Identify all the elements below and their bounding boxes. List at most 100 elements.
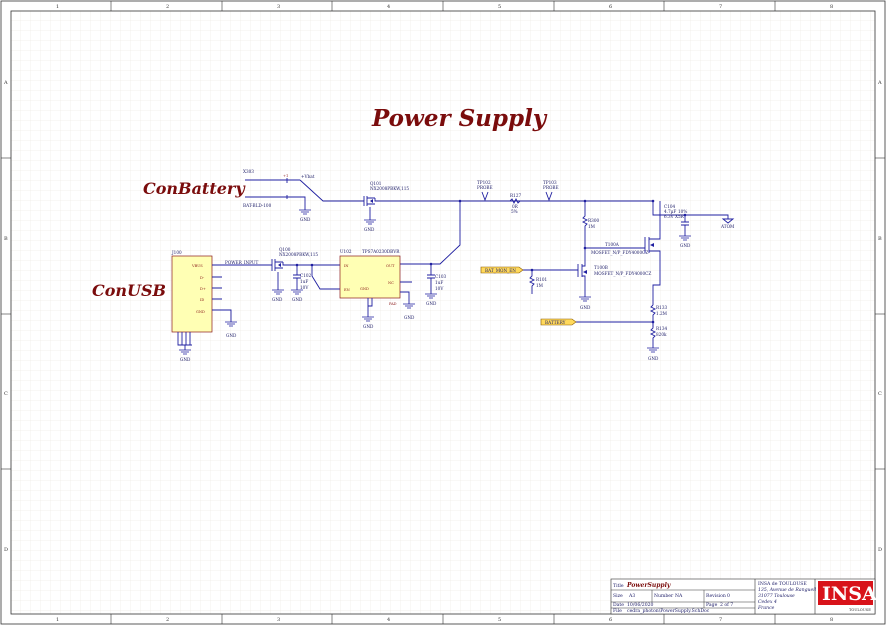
mosfet-q101: Q101 NX2008PBKW,115 GND bbox=[358, 181, 460, 232]
mosfet-q100: Q100 NX2008PBKW,115 GND bbox=[266, 247, 340, 302]
bat-mon-en-port: BAT_MON_EN bbox=[480, 266, 524, 274]
bat-mon-en-label: BAT_MON_EN bbox=[485, 268, 516, 273]
tb-title: PowerSupply bbox=[626, 582, 671, 589]
svg-text:EN: EN bbox=[344, 288, 350, 292]
resistor-r101: R101 1M bbox=[528, 270, 547, 294]
ruler-col-6: 6 bbox=[609, 4, 612, 10]
t100a-part: MOSFET_N/P_FDY4000CZ bbox=[591, 250, 648, 255]
svg-text:TOULOUSE: TOULOUSE bbox=[849, 608, 871, 612]
ruler-col-4b: 4 bbox=[387, 617, 390, 623]
ruler-col-6b: 6 bbox=[609, 617, 612, 623]
usb-connector: J100 VBUS D- D+ ID GND GND GND POWER_INP… bbox=[171, 250, 266, 362]
ruler-col-1b: 1 bbox=[56, 617, 59, 623]
tb-size: A3 bbox=[628, 593, 635, 599]
capacitor-c102: C102 1uF 10V GND bbox=[291, 265, 312, 302]
testpoint-tp103: TP103 PROBE bbox=[543, 180, 559, 202]
svg-text:INSA: INSA bbox=[822, 583, 877, 605]
r101-ref: R101 bbox=[536, 277, 547, 282]
x303-ref: X303 bbox=[243, 169, 254, 174]
ruler-row-c-r: C bbox=[878, 391, 882, 397]
u102-ref: U102 bbox=[340, 249, 352, 254]
vbat-net-label: +Vbat bbox=[301, 174, 315, 179]
ruler-col-2: 2 bbox=[166, 4, 169, 10]
ruler-row-d: D bbox=[4, 547, 8, 553]
r133-ref: R133 bbox=[656, 305, 667, 310]
tb-org4: Cedex 4 bbox=[758, 599, 777, 605]
gnd-label-c104: GND bbox=[680, 243, 691, 248]
ruler-col-8b: 8 bbox=[830, 617, 833, 623]
gnd-label-c102: GND bbox=[292, 297, 303, 302]
ruler-row-b: B bbox=[4, 236, 8, 242]
svg-text:D+: D+ bbox=[200, 287, 206, 291]
q100-part: NX2008PBKW,115 bbox=[279, 252, 318, 257]
tb-revision: 0 bbox=[727, 593, 730, 599]
ruler-col-7: 7 bbox=[719, 4, 722, 10]
tp102-part: PROBE bbox=[477, 185, 493, 190]
c104-ref: C104 bbox=[664, 204, 676, 209]
svg-text:D-: D- bbox=[200, 276, 205, 280]
tb-org5: France bbox=[757, 605, 775, 611]
tb-page: 2 of 7 bbox=[720, 602, 733, 608]
tb-org3: 31077 Toulouse bbox=[758, 593, 795, 599]
insa-logo: INSA TOULOUSE bbox=[818, 581, 877, 612]
tb-date-label: Date bbox=[613, 602, 624, 608]
tb-page-label: Page bbox=[706, 602, 718, 608]
q100-ref: Q100 bbox=[279, 247, 291, 252]
ruler-row-a: A bbox=[3, 80, 8, 86]
ruler-row-c: C bbox=[4, 391, 8, 397]
r127-tol: 5% bbox=[511, 209, 518, 214]
svg-text:PAD: PAD bbox=[389, 302, 397, 306]
ruler-col-4: 4 bbox=[387, 4, 390, 10]
c104-v: 6.3V X5R bbox=[664, 214, 685, 219]
j100-ref: J100 bbox=[171, 250, 182, 255]
t100b-ref: T100B bbox=[594, 265, 608, 270]
resistor-r134: R134 820k GND bbox=[647, 323, 667, 361]
battery-title: ConBattery bbox=[143, 179, 246, 198]
gnd-label-c103: GND bbox=[426, 301, 437, 306]
r127-val: 0R bbox=[512, 204, 519, 209]
capacitor-c103: C103 1uF 10V GND bbox=[425, 264, 447, 306]
r300-ref: R300 bbox=[588, 218, 599, 223]
ruler-col-5b: 5 bbox=[498, 617, 501, 623]
battery-connector: X303 BAT-BLD-100 +1 +Vbat GND bbox=[243, 169, 358, 222]
regulator-u102: U102 TPS7A0230DBVR IN OUT EN NC GND PAD … bbox=[339, 249, 415, 329]
tb-size-label: Size bbox=[613, 593, 623, 599]
x303-part: BAT-BLD-100 bbox=[243, 203, 272, 208]
c103-v: 10V bbox=[435, 286, 444, 291]
u102-part: TPS7A0230DBVR bbox=[362, 249, 400, 254]
r133-val: 1.2M bbox=[656, 311, 668, 316]
svg-text:GND: GND bbox=[360, 287, 369, 291]
svg-text:OUT: OUT bbox=[386, 264, 395, 268]
gnd-label-u102-pad: GND bbox=[404, 315, 415, 320]
c104-val: 4.7µF bbox=[664, 209, 676, 214]
power-input-label: POWER_INPUT bbox=[225, 260, 258, 265]
tp103-ref: TP103 bbox=[543, 180, 557, 185]
atom-label: ATOM bbox=[720, 224, 735, 229]
usb-title: ConUSB bbox=[92, 281, 166, 300]
tb-revision-label: Revision bbox=[706, 593, 726, 599]
t100b-part: MOSFET_N/P_FDY4000CZ bbox=[594, 271, 651, 276]
ruler-col-2b: 2 bbox=[166, 617, 169, 623]
battery-port: BATTERY bbox=[540, 318, 577, 326]
gnd-label-x303: GND bbox=[300, 217, 311, 222]
r300-val: 1M bbox=[588, 224, 596, 229]
ruler-col-3: 3 bbox=[277, 4, 280, 10]
tb-file-label: File bbox=[613, 608, 622, 614]
tb-org1: INSA de TOULOUSE bbox=[758, 581, 807, 587]
tp102-ref: TP102 bbox=[477, 180, 491, 185]
ruler-row-a-r: A bbox=[877, 80, 882, 86]
c103-val: 1uF bbox=[435, 280, 443, 285]
tb-number-label: Number bbox=[654, 593, 674, 599]
ruler-row-d-r: D bbox=[878, 547, 882, 553]
svg-text:+1: +1 bbox=[283, 174, 288, 178]
ruler-col-7b: 7 bbox=[719, 617, 722, 623]
tb-title-label: Title bbox=[613, 583, 624, 589]
tb-file: cedra_photon\PowerSupply.SchDoc bbox=[627, 608, 710, 614]
svg-text:GND: GND bbox=[196, 310, 205, 314]
gnd-label-q101: GND bbox=[364, 227, 375, 232]
q101-part: NX2008PBKW,115 bbox=[370, 186, 409, 191]
gnd-label-u102: GND bbox=[363, 324, 374, 329]
ruler-col-3b: 3 bbox=[277, 617, 280, 623]
title-block: Title PowerSupply Size A3 Number NA Revi… bbox=[610, 578, 877, 615]
r134-ref: R134 bbox=[656, 326, 667, 331]
